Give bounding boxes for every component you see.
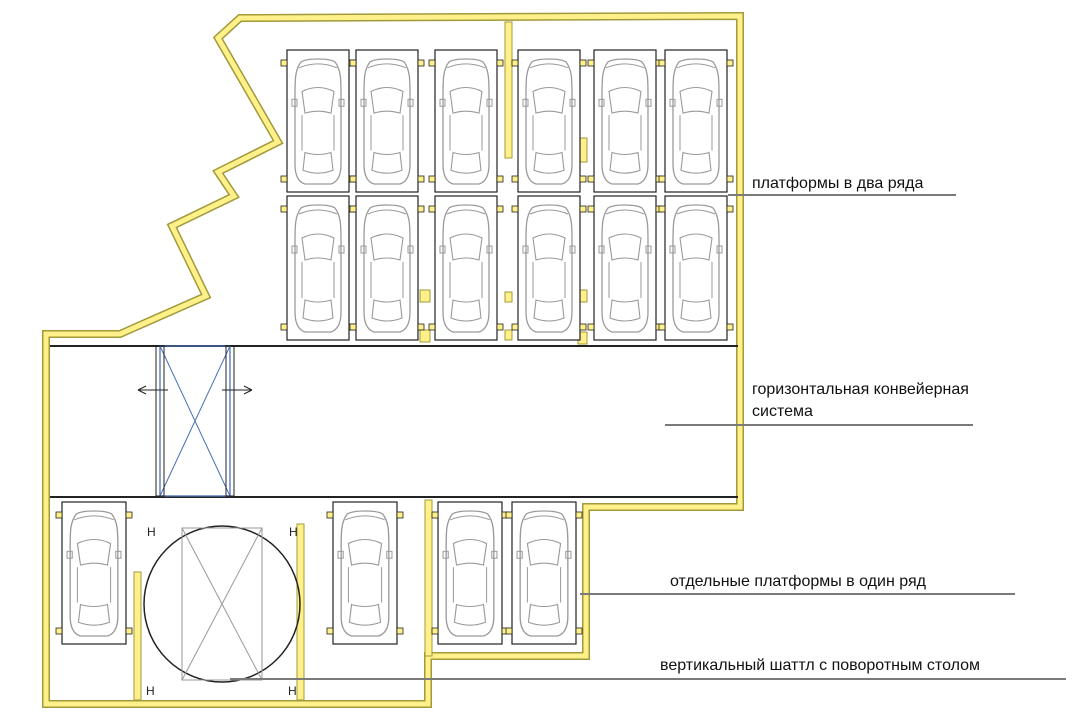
leader-shuttle — [230, 678, 1066, 680]
svg-text:H: H — [289, 525, 298, 539]
inner-walls — [133, 21, 588, 701]
label-conveyor-line1: горизонтальная конвейерная — [752, 381, 969, 398]
platform-single-1 — [55, 501, 133, 645]
leader-double-row — [728, 194, 956, 196]
platform-single-4 — [505, 501, 583, 645]
label-shuttle: вертикальный шаттл с поворотным столом — [660, 657, 981, 674]
platform-lower-row-6 — [658, 195, 734, 341]
platform-lower-row-1 — [280, 195, 356, 341]
svg-text:H: H — [146, 684, 155, 698]
arrow-right-icon — [222, 385, 253, 395]
platform-lower-row-2 — [349, 195, 425, 341]
label-double-row: платформы в два ряда — [752, 175, 924, 192]
leader-single-row — [580, 593, 1015, 595]
platform-lower-row-5 — [587, 195, 663, 341]
platform-upper-row-4 — [511, 49, 587, 193]
svg-text:H: H — [288, 684, 297, 698]
leader-conveyor — [665, 424, 973, 426]
platform-single-3 — [431, 501, 509, 645]
label-conveyor-line2: система — [752, 403, 813, 420]
platform-upper-row-1 — [280, 49, 356, 193]
platform-upper-row-6 — [658, 49, 734, 193]
arrow-left-icon — [137, 385, 168, 395]
platform-lower-row-3 — [428, 195, 504, 341]
platform-upper-row-2 — [349, 49, 425, 193]
conveyor-shuttle — [137, 345, 253, 497]
platform-upper-row-5 — [587, 49, 663, 193]
platform-lower-row-4 — [511, 195, 587, 341]
platform-upper-row-3 — [428, 49, 504, 193]
vertical-shuttle-turntable: H H H H — [143, 525, 301, 698]
svg-text:H: H — [147, 525, 156, 539]
platform-single-2 — [326, 501, 404, 645]
label-single-row: отдельные платформы в один ряд — [670, 573, 926, 590]
